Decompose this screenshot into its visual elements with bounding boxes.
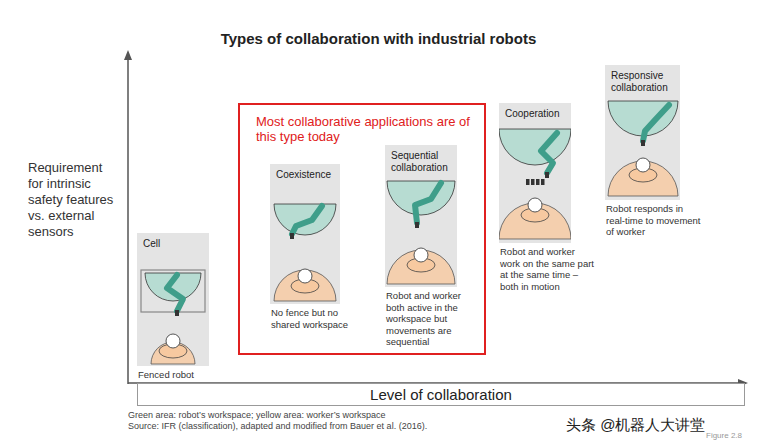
axis-label-box: Level of collaboration — [137, 383, 745, 406]
figure-number: Figure 2.8 — [706, 431, 742, 441]
highlight-note: Most collaborative applications are of t… — [256, 114, 478, 144]
source-note: Source: IFR (classification), adapted an… — [128, 421, 427, 432]
collaboration-panel: CoexistenceNo fence but no shared worksp… — [270, 164, 340, 304]
workspace-illustration — [137, 233, 209, 366]
panel-heading: Sequential collaboration — [385, 145, 457, 174]
footnote: Green area: robot’s workspace; yellow ar… — [128, 410, 386, 421]
panel-heading: Coexistence — [270, 164, 340, 181]
panel-description: Robot and worker work on the same part a… — [500, 246, 596, 292]
panel-description: Robot responds in real-time to movement … — [606, 203, 702, 238]
collaboration-panel: Sequential collaborationRobot and worker… — [385, 145, 457, 287]
title: Types of collaboration with industrial r… — [0, 30, 757, 47]
panel-heading: Responsive collaboration — [605, 65, 680, 94]
collaboration-panel: Responsive collaborationRobot responds i… — [605, 65, 680, 200]
workspace-illustration — [499, 103, 571, 243]
panel-description: Fenced robot — [138, 369, 234, 381]
highlight-box: Most collaborative applications are of t… — [238, 103, 486, 355]
axis-label: Level of collaboration — [138, 384, 744, 406]
panel-heading: Cell — [137, 233, 209, 250]
y-axis — [127, 58, 129, 384]
watermark: 头条 @机器人大讲堂 — [566, 416, 705, 434]
collaboration-panel: CooperationRobot and worker work on the … — [499, 103, 571, 243]
panel-heading: Cooperation — [499, 103, 571, 120]
arrowhead — [124, 50, 132, 60]
collaboration-panel: CellFenced robot — [137, 233, 209, 366]
panel-description: No fence but no shared workspace — [271, 307, 367, 330]
workspace-illustration — [270, 164, 340, 304]
panel-description: Robot and worker both active in the work… — [386, 290, 482, 348]
y-axis-label: Requirement for intrinsic safety feature… — [28, 160, 120, 240]
